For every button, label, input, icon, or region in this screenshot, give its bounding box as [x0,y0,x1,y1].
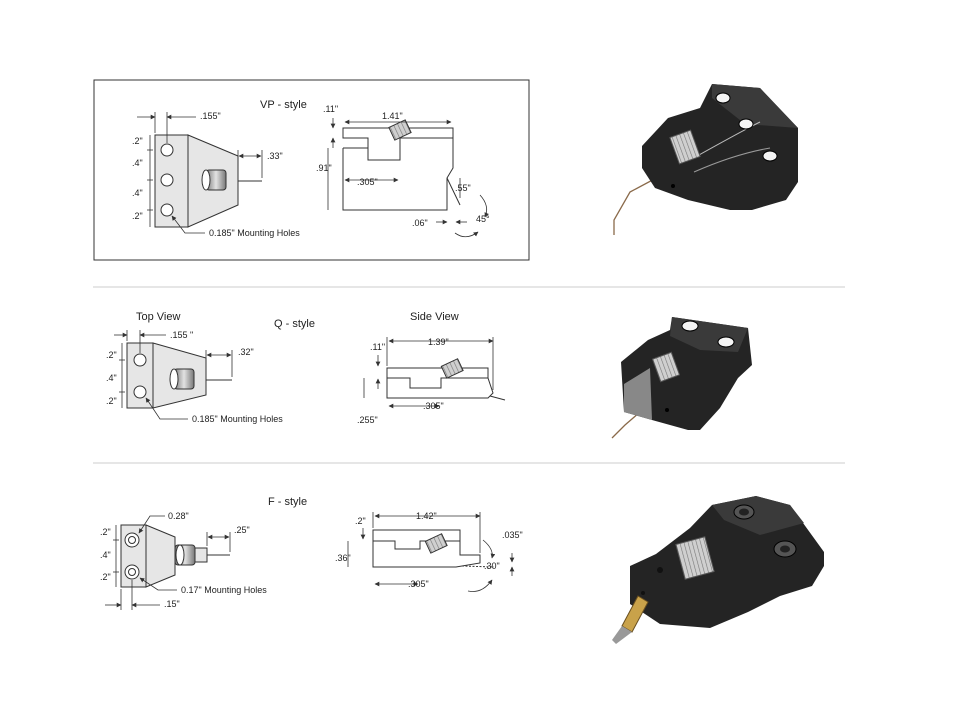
svg-text:.55": .55" [455,183,471,193]
svg-text:.4": .4" [132,188,143,198]
svg-text:.4": .4" [132,158,143,168]
q-style-photo [611,317,752,439]
svg-text:.33": .33" [267,151,283,161]
svg-text:.4": .4" [100,550,111,560]
svg-text:.36": .36" [335,553,351,563]
svg-text:.2": .2" [106,396,117,406]
svg-text:.06": .06" [412,218,428,228]
q-side-view-title: Side View [410,311,459,323]
svg-text:.32": .32" [238,347,254,357]
q-side-view: .11" 1.39" .255" .305" [357,337,506,425]
svg-text:.2": .2" [106,350,117,360]
vp-style-photo [613,84,798,235]
svg-text:.11": .11" [323,104,338,114]
svg-text:.305": .305" [357,177,378,187]
svg-text:0.28": 0.28" [168,511,189,521]
f-style-title: F - style [268,496,307,508]
svg-text:.2": .2" [132,211,143,221]
q-style-drawing: Top View Q - style Side View .155 " .32"… [106,311,506,425]
svg-text:.255": .255" [357,415,378,425]
svg-text:1.42": 1.42" [416,511,437,521]
svg-text:.11": .11" [370,342,385,352]
svg-text:.305": .305" [423,401,444,411]
svg-text:.25": .25" [234,525,250,535]
svg-text:.2": .2" [355,516,366,526]
svg-text:.2": .2" [100,572,111,582]
f-side-view: .2" 1.42" .36" .305" .035" .30" [335,511,523,592]
svg-text:.2": .2" [100,527,111,537]
svg-text:0.185" Mounting Holes: 0.185" Mounting Holes [192,414,283,424]
vp-style-drawing: VP - style .155" .33" .2" [93,79,530,261]
svg-text:.30": .30" [484,561,500,571]
q-top-view: .155 " .32" .2" .4" .2" 0.185" Mounting … [106,330,283,424]
svg-text:45°: 45° [476,214,490,224]
svg-text:.035": .035" [502,530,523,540]
vp-style-title: VP - style [260,99,307,111]
f-style-photo [612,496,824,644]
q-top-view-title: Top View [136,311,180,323]
svg-text:.4": .4" [106,373,117,383]
svg-text:0.185" Mounting Holes: 0.185" Mounting Holes [209,228,300,238]
f-style-drawing: F - style 0.28" .25" .2" .4" .2" [100,496,523,610]
svg-text:.155": .155" [200,111,221,121]
q-style-title: Q - style [274,318,315,330]
svg-text:.15": .15" [164,599,180,609]
f-front-view: 0.28" .25" .2" .4" .2" 0.17" Mounting Ho… [100,511,267,610]
svg-text:.2": .2" [132,136,143,146]
svg-text:.91": .91" [316,163,332,173]
svg-text:1.39": 1.39" [428,337,449,347]
vp-side-view: .11" 1.41" .91" .305" .55" .06" 45° [316,104,490,238]
vp-front-view: .155" .33" .2" .4" .4" .2" 0.185" Mounti… [132,111,300,238]
svg-text:0.17" Mounting Holes: 0.17" Mounting Holes [181,585,267,595]
svg-text:1.41": 1.41" [382,111,403,121]
svg-text:.305": .305" [408,579,429,589]
svg-text:.155 ": .155 " [170,330,193,340]
